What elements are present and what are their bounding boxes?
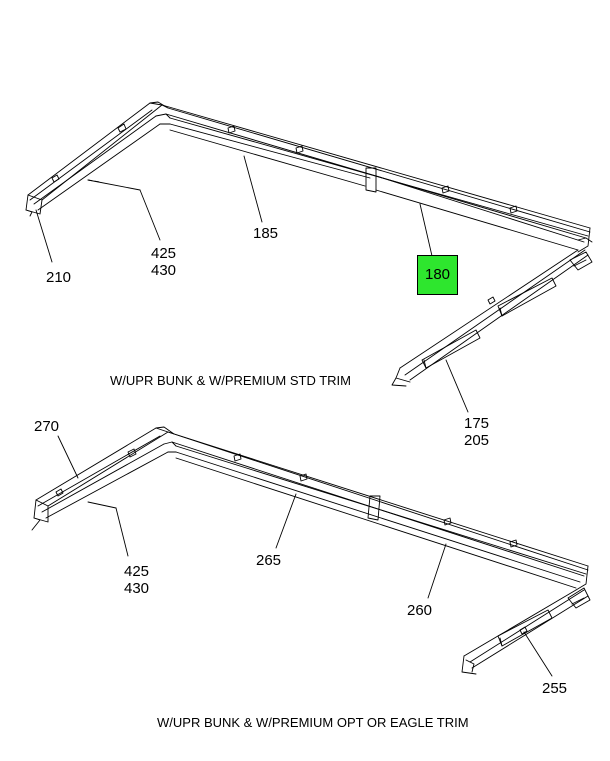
part-label-430-top: 430	[151, 262, 177, 279]
part-label-210: 210	[46, 269, 72, 286]
part-label-255: 255	[542, 680, 568, 697]
bottom-trim-assembly	[31, 426, 591, 675]
part-label-265: 265	[256, 552, 282, 569]
top-caption: W/UPR BUNK & W/PREMIUM STD TRIM	[110, 373, 351, 388]
part-label-270: 270	[34, 418, 60, 435]
part-label-260: 260	[407, 602, 433, 619]
part-label-430-bottom: 430	[124, 580, 150, 597]
part-label-175: 175	[464, 415, 490, 432]
part-label-180: 180	[424, 266, 451, 283]
highlighted-part-180[interactable]: 180	[417, 255, 458, 295]
bottom-caption: W/UPR BUNK & W/PREMIUM OPT OR EAGLE TRIM	[157, 715, 469, 730]
part-label-185: 185	[253, 225, 279, 242]
part-label-205: 205	[464, 432, 490, 449]
top-trim-assembly	[25, 101, 593, 387]
part-label-425-bottom: 425	[124, 563, 150, 580]
part-label-425-top: 425	[151, 245, 177, 262]
